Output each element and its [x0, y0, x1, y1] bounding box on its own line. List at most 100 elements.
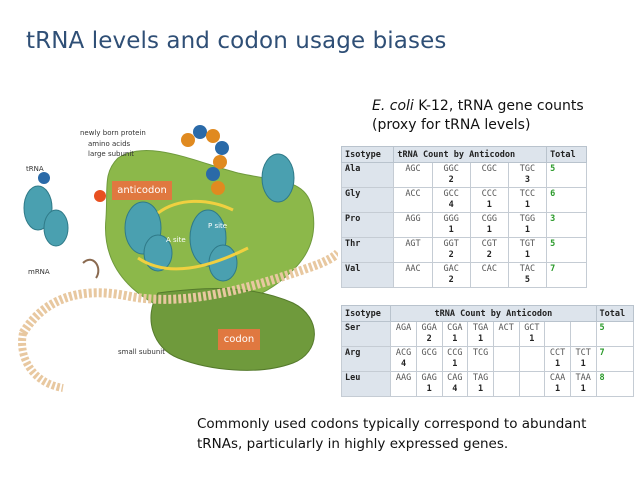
anticodon-cell: GCG — [415, 346, 443, 372]
anticodon-cell: AAG — [390, 371, 417, 397]
label-amino-acids: amino acids — [88, 140, 131, 148]
table-header-row: Isotype tRNA Count by Anticodon Total — [340, 146, 587, 163]
isotype-cell: Pro — [340, 212, 395, 238]
anticodon-count: 1 — [524, 225, 531, 235]
anticodon-count: 1 — [554, 359, 561, 369]
anticodon-cell: AGA — [390, 321, 417, 347]
anticodon-cell — [492, 346, 520, 372]
subtitle-line-2: (proxy for tRNA levels) — [372, 117, 531, 133]
anticodon-cell — [518, 371, 546, 397]
label-a-site: A site — [166, 236, 186, 244]
anticodon-label: AAC — [405, 264, 421, 274]
table-header-row: Isotype tRNA Count by Anticodon Total — [340, 305, 635, 322]
slide-caption: Commonly used codons typically correspon… — [197, 416, 587, 452]
label-p-site: P site — [208, 222, 228, 230]
anticodon-label: CCG — [447, 348, 463, 358]
anticodon-count: 1 — [486, 225, 492, 235]
anticodon-label: CAG — [447, 373, 463, 383]
anticodon-count: 2 — [486, 250, 492, 260]
anticodon-label: GAG — [421, 373, 437, 383]
trna-p-site — [189, 209, 238, 282]
label-mrna: mRNA — [28, 268, 50, 276]
anticodon-count: 1 — [426, 384, 432, 394]
anticodon-cell: CGC — [469, 162, 509, 188]
ribosome-illustration — [18, 125, 338, 392]
anticodon-label: GCG — [421, 348, 437, 358]
anticodon-cell: CAC — [469, 262, 509, 288]
anticodon-cell — [518, 346, 546, 372]
anticodon-count: 1 — [452, 359, 458, 369]
anticodon-label: AGT — [405, 239, 421, 249]
total-cell: 7 — [546, 262, 587, 288]
mrna-hook — [82, 258, 100, 279]
anticodon-label: TAC — [519, 264, 536, 274]
anticodon-cell — [569, 321, 597, 347]
label-large-subunit: large subunit — [88, 150, 135, 158]
anticodon-label: CAA — [549, 373, 566, 383]
anticodon-label: AGA — [395, 323, 412, 333]
anticodon-cell — [544, 321, 571, 347]
anticodon-count: 5 — [524, 275, 531, 285]
label-trna: tRNA — [26, 165, 44, 173]
isotype-cell: Leu — [340, 371, 392, 397]
anticodon-cell: AGG — [393, 212, 433, 238]
anticodon-label: ACC — [405, 189, 421, 199]
anticodon-label: TGT — [519, 239, 536, 249]
header-isotype: Isotype — [340, 146, 395, 163]
anticodon-label: ACG — [395, 348, 412, 358]
anticodon-label: anticodon — [112, 181, 172, 200]
anticodon-label: GCT — [524, 323, 540, 333]
anticodon-label: GGG — [443, 214, 459, 224]
anticodon-label: AAG — [395, 373, 412, 383]
label-newly-born-protein: newly born protein — [80, 129, 146, 137]
subtitle-text: K-12, tRNA gene counts — [413, 98, 584, 114]
anticodon-cell: TCG — [467, 346, 494, 372]
mrna-strand — [19, 249, 338, 336]
total-cell: 5 — [546, 237, 587, 263]
anticodon-count: 2 — [448, 175, 454, 185]
slide-title: tRNA levels and codon usage biases — [26, 28, 447, 54]
anticodon-cell: AAC — [393, 262, 433, 288]
anticodon-label: CCT — [549, 348, 566, 358]
isotype-cell: Gly — [340, 187, 395, 213]
anticodon-label: GAC — [443, 264, 459, 274]
anticodon-count: 1 — [452, 334, 458, 344]
anticodon-label: CGT — [481, 239, 497, 249]
isotype-cell: Ser — [340, 321, 392, 347]
total-cell: 6 — [546, 187, 587, 213]
flow-arrow-2 — [157, 199, 234, 215]
anticodon-count: 2 — [448, 275, 454, 285]
header-anticodon: tRNA Count by Anticodon — [390, 305, 597, 322]
anticodon-label: ACT — [498, 323, 514, 333]
anticodon-label: TAG — [472, 373, 489, 383]
isotype-cell: Thr — [340, 237, 395, 263]
trna-count-table-1: Isotype tRNA Count by Anticodon Total Al… — [340, 146, 587, 288]
anticodon-cell — [492, 371, 520, 397]
anticodon-label: GGT — [443, 239, 459, 249]
anticodon-count: 1 — [529, 334, 535, 344]
